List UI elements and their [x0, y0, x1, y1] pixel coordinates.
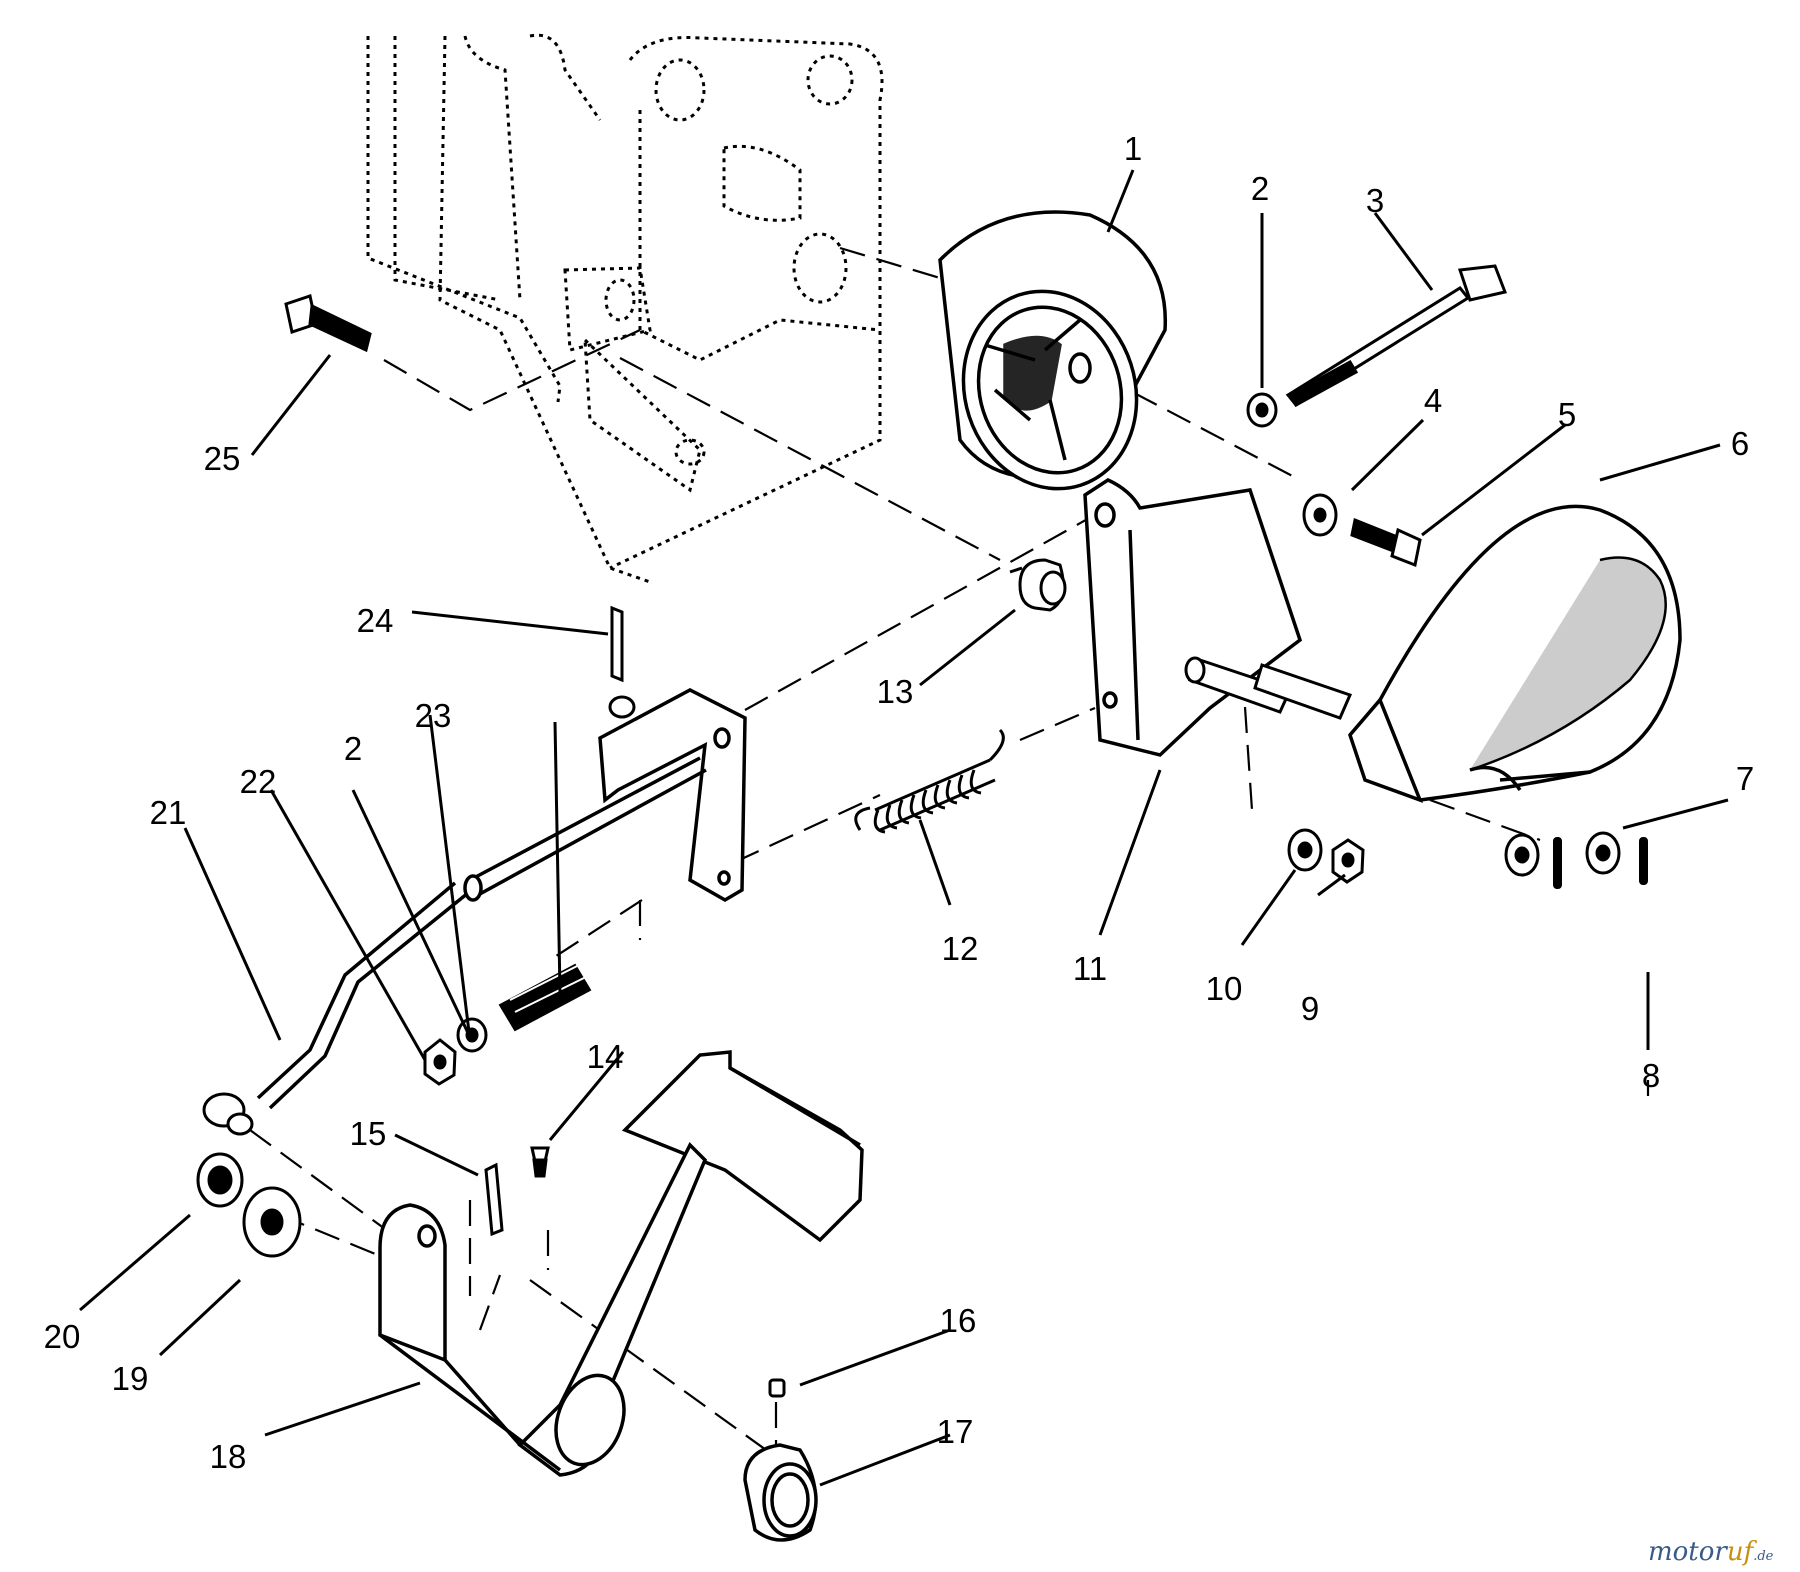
- long-bolt-3: [1285, 264, 1508, 408]
- washer-2-top: [1246, 392, 1278, 428]
- callout-6: 6: [1731, 425, 1749, 462]
- compression-spring-23: [498, 961, 592, 1032]
- callout-13: 13: [877, 673, 914, 710]
- callout-21: 21: [150, 794, 187, 831]
- frame-housing-dotted: [366, 33, 884, 584]
- callout-23: 23: [415, 697, 452, 734]
- callout-2-lower: 2: [344, 730, 362, 767]
- callout-4: 4: [1424, 382, 1442, 419]
- callout-11: 11: [1073, 950, 1107, 987]
- pin-24: [608, 605, 636, 719]
- collar-17: [743, 1443, 818, 1542]
- nut-9: [1331, 838, 1365, 884]
- leader-lines: [79, 169, 1729, 1487]
- svg-text:motoruf.de: motoruf.de: [1648, 1537, 1774, 1567]
- callout-19: 19: [112, 1360, 149, 1397]
- watermark-brand-suffix: .de: [1753, 1549, 1773, 1564]
- washer-4: [1302, 493, 1338, 537]
- pin-15: [484, 1162, 504, 1237]
- watermark-brand-part2: uf: [1727, 1537, 1758, 1567]
- callout-22: 22: [240, 763, 277, 800]
- grease-fitting-14: [530, 1146, 550, 1178]
- callout-labels: 1 2 3 4 5 6 7 8 9 10 11 12 13 14 15 16 1…: [44, 130, 1755, 1475]
- callout-24: 24: [357, 602, 394, 639]
- watermark-logo: motoruf.de: [1648, 1537, 1774, 1567]
- callout-1: 1: [1124, 130, 1142, 167]
- extension-spring-12: [854, 728, 1005, 834]
- set-screw-16: [768, 1378, 786, 1398]
- callout-12: 12: [942, 930, 979, 967]
- callout-2-top: 2: [1251, 170, 1269, 207]
- brake-pedal-18: [378, 1050, 864, 1477]
- washers-7: [1504, 831, 1621, 877]
- callout-7: 7: [1736, 760, 1754, 797]
- brake-band: [1348, 504, 1682, 803]
- assembly-lines: [249, 246, 1650, 1461]
- nut-22: [423, 1038, 457, 1086]
- callout-18: 18: [210, 1438, 247, 1475]
- watermark-brand-part1: motor: [1648, 1537, 1728, 1567]
- callout-8: 8: [1642, 1057, 1660, 1094]
- bushing-13: [1018, 558, 1067, 612]
- bolt-5: [1350, 517, 1422, 568]
- rod-end-eye: [202, 1092, 254, 1136]
- callout-17: 17: [937, 1413, 974, 1450]
- cotter-pins-8: [1553, 837, 1648, 889]
- bracket-plate-11: [1083, 478, 1303, 757]
- callout-16: 16: [940, 1302, 977, 1339]
- washer-10: [1287, 828, 1323, 872]
- callout-5: 5: [1558, 396, 1576, 433]
- washer-19: [242, 1186, 302, 1258]
- bolt-25: [284, 294, 372, 353]
- nut-20: [196, 1152, 244, 1208]
- bracket-shafts: [1184, 656, 1353, 720]
- callout-14: 14: [587, 1038, 624, 1075]
- rod-bracket: [598, 688, 747, 903]
- callout-20: 20: [44, 1318, 81, 1355]
- callout-9: 9: [1301, 990, 1319, 1027]
- callout-25: 25: [204, 440, 241, 477]
- control-rod-21: [256, 756, 707, 1110]
- callout-3: 3: [1366, 182, 1384, 219]
- brake-drum: [938, 210, 1168, 491]
- callout-10: 10: [1206, 970, 1243, 1007]
- callout-15: 15: [350, 1115, 387, 1152]
